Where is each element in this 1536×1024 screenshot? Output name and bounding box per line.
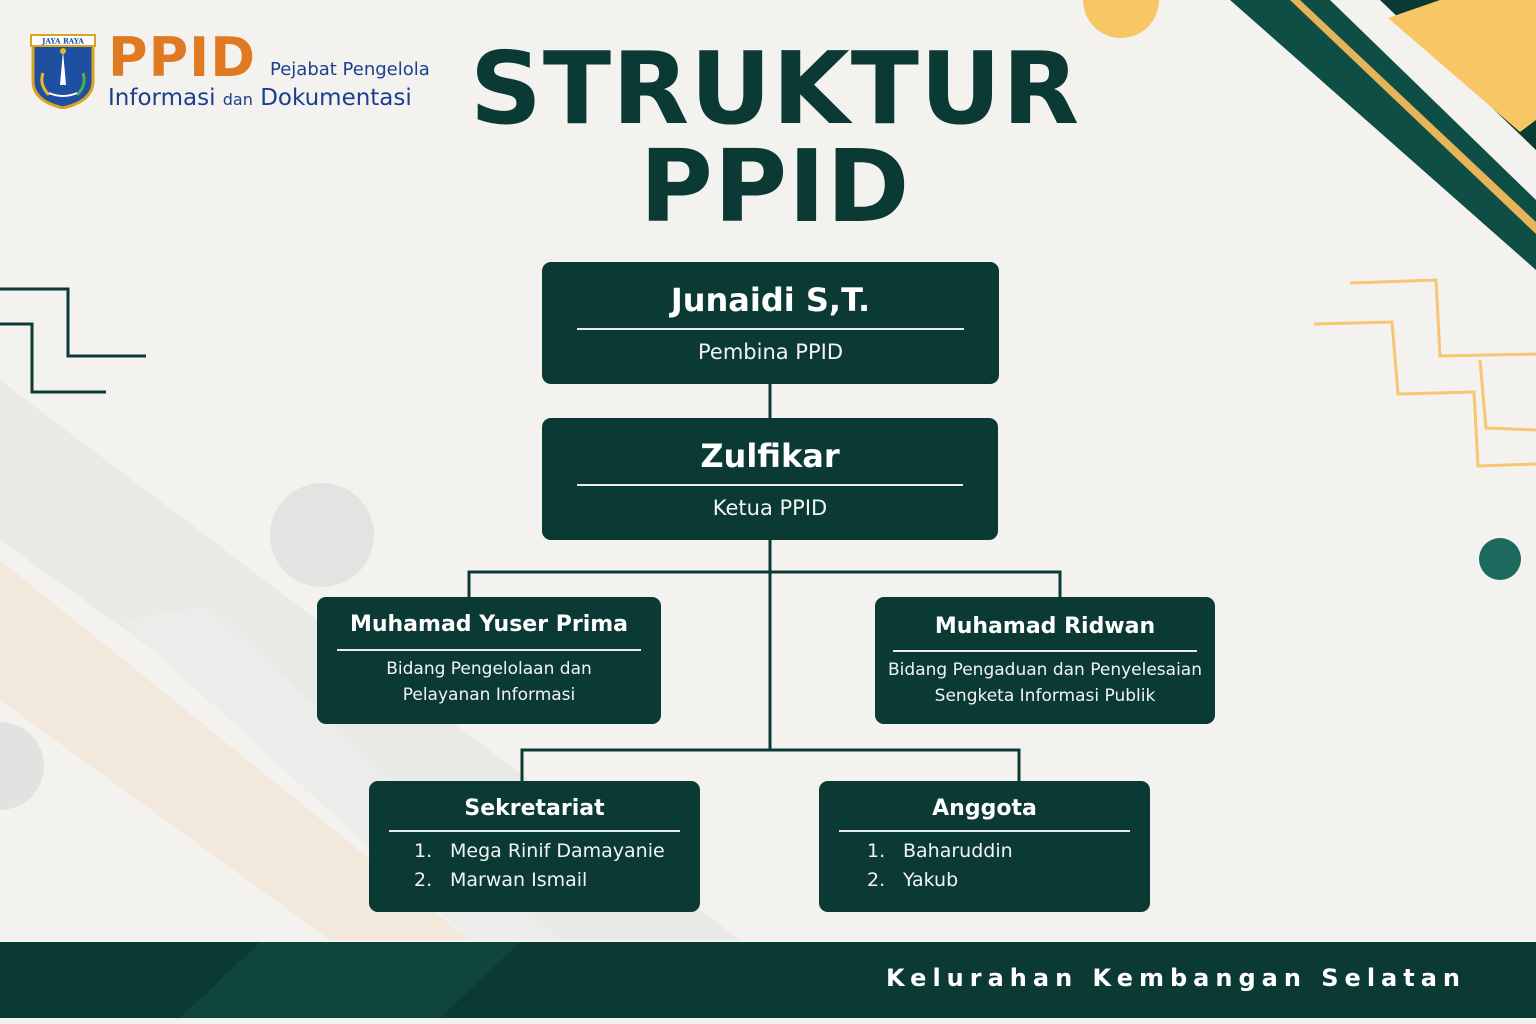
list-item: 2. Marwan Ismail — [414, 866, 665, 895]
node-divider — [893, 650, 1197, 652]
page-title-line1: STRUKTUR — [469, 30, 1081, 147]
node-divider — [337, 649, 641, 651]
logo-word-dokumentasi: Dokumentasi — [260, 85, 412, 111]
node-role-line2: Pelayanan Informasi — [402, 685, 576, 705]
jakarta-emblem-icon: JAYA RAYA — [30, 34, 96, 109]
org-node-sekretariat: Sekretariat 1. Mega Rinif Damayanie 2. Mar… — [369, 781, 700, 912]
page-title-line2: PPID — [639, 128, 911, 245]
list-item-number: 1. — [867, 840, 886, 862]
node-role: Ketua PPID — [712, 496, 828, 520]
logo-tagline-line2: Informasi dan Dokumentasi — [108, 84, 412, 114]
footer-text: Kelurahan Kembangan Selatan — [886, 964, 1466, 992]
list-item: 2. Yakub — [867, 866, 1013, 895]
logo-word-dan: dan — [222, 90, 253, 109]
node-divider — [577, 484, 963, 486]
emblem-text: JAYA RAYA — [41, 37, 84, 46]
node-role-line2: Sengketa Informasi Publik — [934, 686, 1156, 706]
list-item-name: Marwan Ismail — [450, 869, 588, 891]
org-node-anggota: Anggota 1. Baharuddin 2. Yakub — [819, 781, 1150, 912]
node-role: Pembina PPID — [697, 340, 843, 364]
node-role-line1: Bidang Pengelolaan dan — [386, 659, 592, 679]
node-divider — [577, 328, 964, 330]
node-name: Muhamad Ridwan — [934, 614, 1156, 639]
org-node-pembina: Junaidi S,T. Pembina PPID — [542, 262, 999, 384]
list-item: 1. Baharuddin — [867, 837, 1013, 866]
node-name: Zulfikar — [700, 437, 840, 475]
org-node-ketua: Zulfikar Ketua PPID — [542, 418, 998, 540]
list-item-name: Mega Rinif Damayanie — [450, 840, 665, 862]
node-name: Anggota — [932, 796, 1037, 821]
logo-tagline-line1: Pejabat Pengelola — [270, 59, 430, 80]
node-name: Junaidi S,T. — [670, 281, 871, 319]
member-list: 1. Baharuddin 2. Yakub — [867, 837, 1013, 895]
list-item-number: 2. — [414, 869, 433, 891]
page-title: STRUKTUR PPID — [440, 30, 1110, 245]
node-divider — [389, 830, 680, 832]
node-name: Muhamad Yuser Prima — [349, 612, 629, 637]
node-role-line1: Bidang Pengaduan dan Penyelesaian — [888, 660, 1202, 680]
list-item-number: 2. — [867, 869, 886, 891]
list-item-name: Baharuddin — [903, 840, 1013, 862]
logo-acronym: PPID — [108, 26, 257, 89]
member-list: 1. Mega Rinif Damayanie 2. Marwan Ismail — [414, 837, 665, 895]
org-node-bidang-pengaduan: Muhamad Ridwan Bidang Pengaduan dan Peny… — [875, 597, 1215, 724]
node-divider — [839, 830, 1130, 832]
list-item-number: 1. — [414, 840, 433, 862]
node-name: Sekretariat — [464, 796, 605, 821]
list-item: 1. Mega Rinif Damayanie — [414, 837, 665, 866]
list-item-name: Yakub — [903, 869, 959, 891]
org-node-bidang-pengelolaan: Muhamad Yuser Prima Bidang Pengelolaan d… — [317, 597, 661, 724]
logo-word-informasi: Informasi — [108, 85, 216, 111]
